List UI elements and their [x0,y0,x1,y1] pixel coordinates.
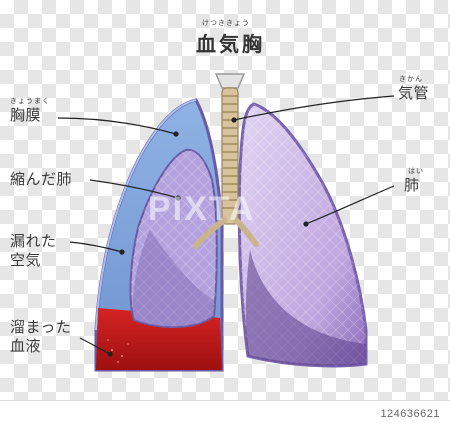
lung-ruby: はい [408,167,424,175]
label-pleura: 胸膜 [10,106,42,124]
label-lung: 肺 [404,176,420,194]
blood-speckles [107,339,129,363]
collapsed-lung-shadow [132,230,214,328]
label-trachea: 気管 [398,84,430,102]
stock-id: 124636621 [380,408,440,420]
trachea-ruby: きかん [399,75,423,83]
pleura-outline [95,99,197,331]
stock-footer: 124636621 [0,400,450,429]
watermark: PIXTA [148,190,256,228]
pleura-ruby: きょうまく [10,97,50,105]
leader-dots [107,117,309,357]
collapsed-lung-texture [130,149,217,328]
right-lung-shadow [245,250,366,366]
label-leaked-air: 漏れた 空気 [10,232,57,269]
diagram-title: 血気胸 [196,32,265,56]
label-blood: 溜まった 血液 [10,318,72,355]
title-ruby: けつききょう [202,19,250,27]
label-collapsed-lung: 縮んだ肺 [10,170,73,188]
